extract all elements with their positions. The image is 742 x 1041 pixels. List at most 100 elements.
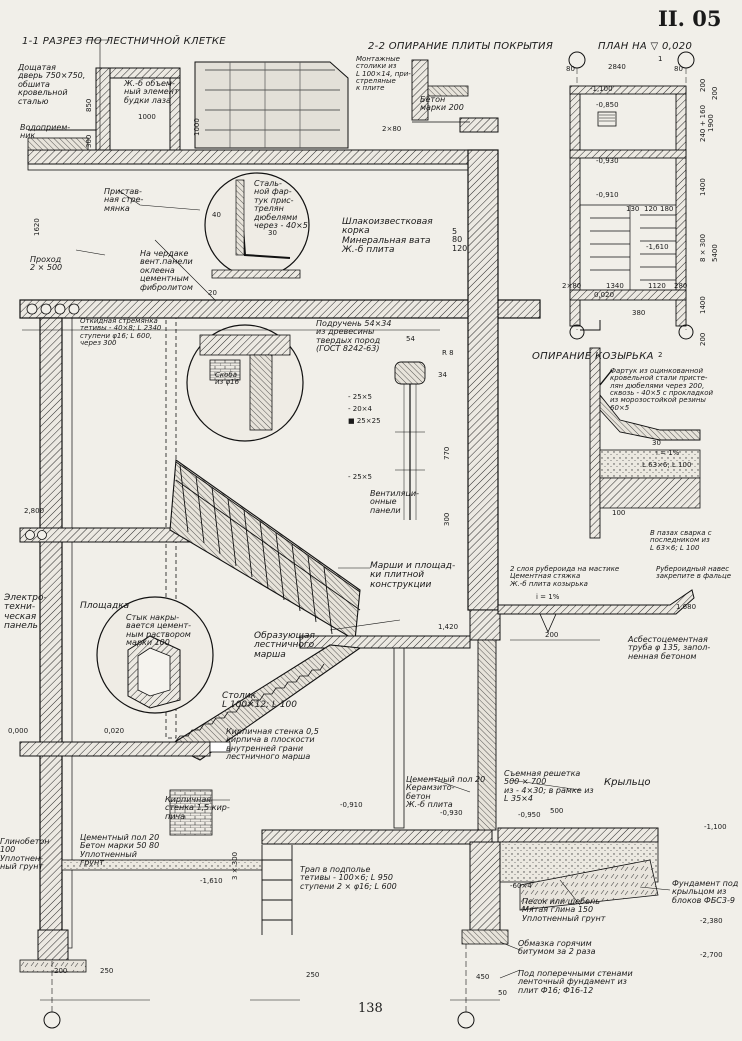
note-roof-layers: Шлакоизвестковая корка Минеральная вата … [342,217,433,256]
plan-level-0020: 0,020 [594,291,615,299]
note-vent-panels: Вентиляци- онные панели [370,489,419,515]
note-door: Дощатая дверь 750×750, обшита кровельной… [18,63,86,106]
note-attic: На чердаке вент.панели оклеена цементным… [140,249,193,292]
note-handrail-bar: Подручень 54×34 из древесины твердых пор… [316,319,392,354]
dim-25x5b: - 25×5 [348,473,372,481]
level-m1100: -1,100 [704,823,727,831]
note-porch-foundation: Фундамент под крыльцом из блоков ФБС3-9 [672,879,739,905]
note-brick-wall-15: Кирпичная стенка 1,5 кир- пича [165,795,230,821]
canopy-dim-100: 100 [612,509,626,517]
dim-450: 450 [476,973,490,981]
dim-40: 40 [212,211,221,219]
note-generating-beam: Образующая лестничного марша [254,631,315,660]
note-floor-right: Цементный пол 20 Керамзито- бетон Ж.-б п… [406,775,486,810]
plan-dim-240: 240 + 160 [699,104,707,142]
note-roof-layer-sizes: 5 80 120 [452,227,468,253]
note-apron: Сталь- ной фар- тук прис- трелян дюбелям… [254,179,308,230]
level-m2380: -2,380 [700,917,723,925]
note-flat-marches: Марши и площад- ки плитной конструкции [370,561,456,590]
level-m0930: -0,930 [440,809,463,817]
note-asbestos-pipe: Асбестоцементная труба φ 135, запол- нен… [628,635,711,661]
note-foundation-under-walls: Под поперечными стенами ленточный фундам… [518,969,633,995]
dim-3x300: 3 × 300 [231,851,239,880]
note-concrete-200: Бетон марки 200 [420,95,464,113]
note-ruberoid: Рубероидный навес закрепите в фальце [656,565,732,581]
plan-level-m1610: -1,610 [646,243,669,251]
note-table-l: Столик L 100×12; L 100 [222,691,297,711]
dim-25x5a: - 25×5 [348,393,372,401]
title-section-2: 2-2 ОПИРАНИЕ ПЛИТЫ ПОКРЫТИЯ [368,41,554,52]
note-elec-panel: Электро- техни- ческая панель [4,593,47,632]
level-m1610: -1,610 [200,877,223,885]
dim-500: 500 [550,807,564,815]
detail-circle-handrail [186,324,304,442]
note-joint: Стык накры- вается цемент- ным раствором… [126,613,192,648]
dim-i1pb: i = 1% [656,449,680,457]
note-landing: Площадка [80,601,130,611]
plan-dim-5400: 5400 [711,244,719,262]
attic-floor-slab [19,299,541,319]
upper-stair-flight [169,458,361,641]
note-brick-wall-half: Кирпичная стенка 0,5 кирпича в плоскости… [226,727,319,762]
stair-wall-right [467,149,499,611]
canopy-dim-30: 30 [652,439,661,447]
dim-250a: 250 [100,967,114,975]
note-booth: Ж.-б объем- ный элемент будки лаза [124,79,179,105]
level-2800: 2,800 [24,507,45,515]
plan-drawing [568,51,695,340]
note-canopy-layers: 2 слоя рубероида на мастике Цементная ст… [510,565,620,588]
canopy-dim-63: L 63×6; L 100 [642,461,692,469]
section-2-2-detail [411,59,470,123]
dim-r8: R 8 [442,349,454,357]
marker-section-1: 1 [658,55,663,63]
plan-dim-130: 130 [626,205,640,213]
plan-dim-200a: 200 [699,78,707,92]
plan-dim-1400b: 1400 [699,296,707,314]
plan-dim-1400a: 1400 [699,178,707,196]
dim-200b: 200 [54,967,68,975]
dim-300: 300 [443,512,451,526]
dim-770: 770 [443,446,451,460]
sheet-number: II. 05 [658,6,722,31]
note-canopy-apron: Фартук из оцинкованной кровельной стали … [610,367,714,412]
dim-250b: 250 [306,971,320,979]
brick-wall [169,789,213,836]
plan-dim-1120: 1120 [648,282,666,290]
detail-circle-landing [96,596,214,714]
level-m0910: -0,910 [340,801,363,809]
plan-dim-80b: 80 [674,65,683,73]
dim-i1pa: i = 1% [536,593,560,601]
dim-50: 50 [498,989,507,997]
title-plan: ПЛАН НА ▽ 0,020 [598,41,693,52]
level-1420: 1,420 [438,623,459,631]
dim-850: 850 [85,98,93,112]
dim-60x4: -60×4 [510,882,532,890]
plan-dim-120: 120 [644,205,658,213]
roof-slab [27,149,499,165]
detail-circle-attic [204,172,310,279]
plan-level-m1100: -1,100 [590,85,613,93]
note-folding-ladder: Откидная стремянка тетивы - 40×8; L 2340… [80,317,162,348]
canopy-support-detail [589,347,701,539]
level-1680: 1,680 [676,603,697,611]
plan-level-m0850: -0,850 [596,101,619,109]
note-glinobeton: Глинобетон 100 Уплотнен- ный грунт [0,837,50,872]
dim-20: 20 [208,289,217,297]
note-sand: Песок или щебень Мятая глина 150 Уплотне… [522,897,606,923]
plan-dim-1340: 1340 [606,282,624,290]
porch-slab [497,827,659,843]
plan-dim-2840: 2840 [608,63,626,71]
canopy-slab [497,589,695,615]
note-slots: В пазах сварка с последником из L 63×6; … [650,529,712,552]
note-mount-posts: Монтажные столики из L 100×14, при- стре… [356,55,411,93]
note-floor-left: Цементный пол 20 Бетон марки 50 80 Уплот… [80,833,160,868]
note-bitumen: Обмазка горячим битумом за 2 раза [518,939,596,957]
note-porch: Крыльцо [604,777,651,788]
level-m2700: -2,700 [700,951,723,959]
plan-dim-380: 380 [632,309,646,317]
plan-dim-2x80: 2×80 [562,282,582,290]
plan-dim-8x300: 8 × 300 [699,233,707,262]
note-removable-grate: Съемная решетка 500 × 700 из - 4×30; в р… [504,769,594,804]
